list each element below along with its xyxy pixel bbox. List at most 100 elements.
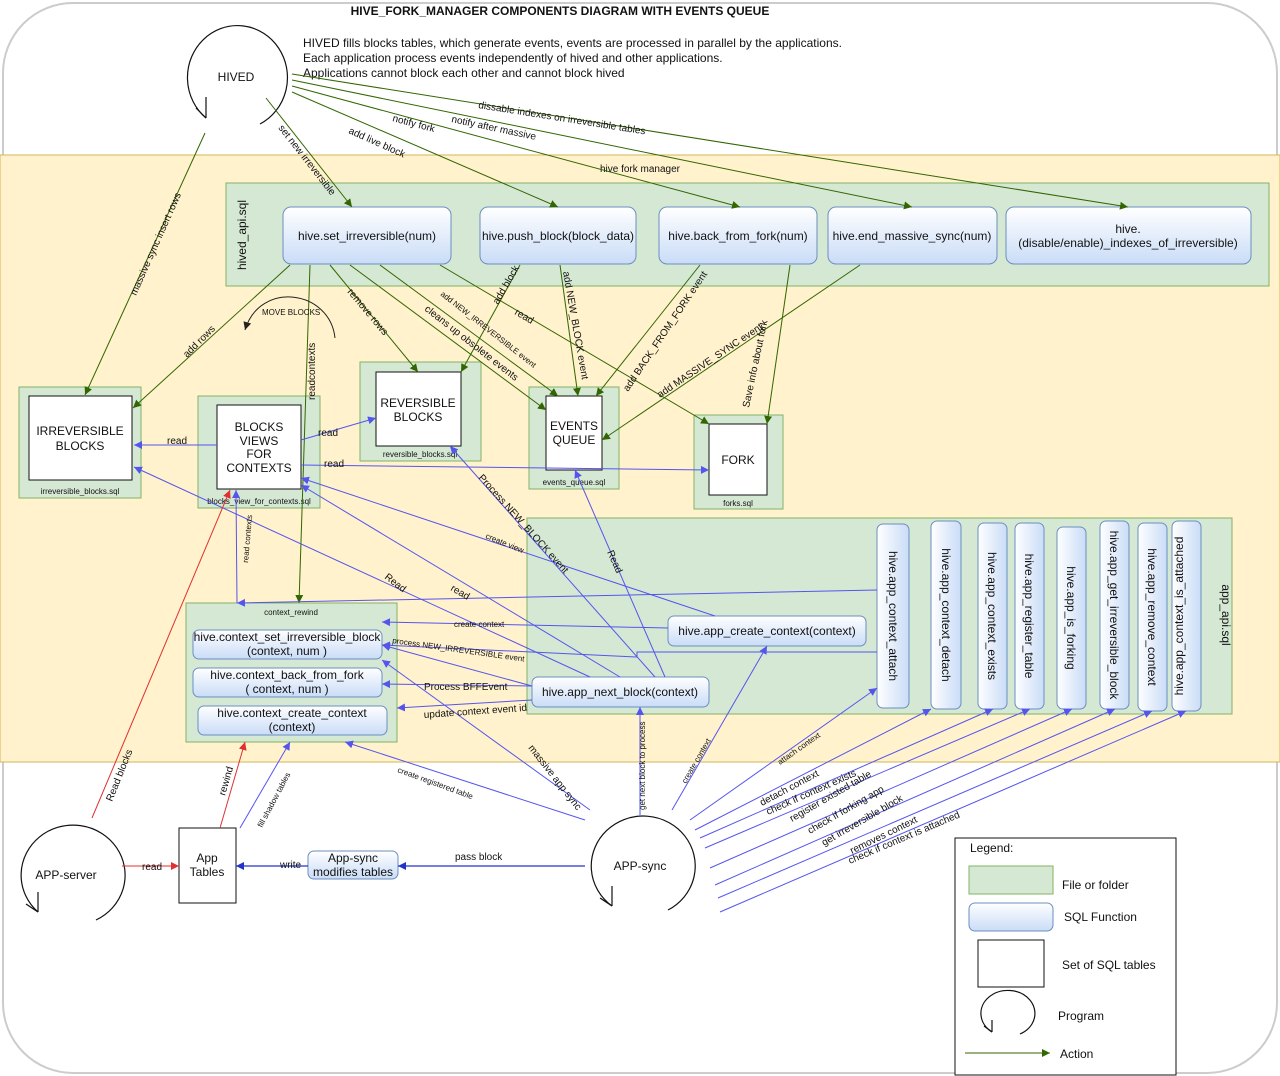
func-app-context-attach[interactable]: hive.app_context_attach [876,523,910,709]
description-line-3: Applications cannot block each other and… [303,66,625,80]
func-context-set-irreversible-block[interactable]: hive.context_set_irreversible_block (con… [192,629,383,660]
func-app-sync-modifies-label-1: App-sync [328,851,378,865]
table-irreversible-blocks[interactable] [28,395,133,481]
label-process-bffe: Process BFFEvent [424,682,508,693]
table-app-tables[interactable]: App Tables [178,827,237,904]
table-app-tables-label-1: App [196,851,218,865]
func-app-create-context[interactable]: hive.app_create_context(context) [667,615,867,647]
edge-check-context-exists [699,708,994,839]
func-disable-indexes[interactable]: hive. (disable/enable)_indexes_of_irreve… [1005,206,1252,265]
label-read-irreversible: read [167,436,187,447]
table-irreversible-label-1: IRREVERSIBLE [36,424,123,438]
table-reversible-blocks[interactable] [375,371,462,447]
table-fork-label: FORK [721,453,754,467]
table-irreversible-label-2: BLOCKS [56,439,105,453]
edge-massive-sync-insert [84,132,206,396]
edge-read-irreversible-long [133,466,591,678]
file-events-queue-label: events_queue.sql [543,478,606,487]
table-blocks-views-label-3: FOR [246,447,272,461]
label-notify-massive: notify after massive [450,114,537,143]
label-read-forks: read [324,459,344,470]
edge-add-back-from-fork [595,264,701,397]
legend-action-label: Action [1060,1047,1093,1061]
edge-read-reversible [300,416,377,441]
legend-program-label: Program [1058,1009,1104,1023]
program-app-server[interactable]: APP-server [20,824,126,921]
func-set-irreversible[interactable]: hive.set_irreversible(num) [282,206,452,265]
func-app-next-block[interactable]: hive.app_next_block(context) [531,676,710,708]
table-reversible-label-1: REVERSIBLE [380,396,455,410]
label-create-registered-table: create registered table [396,765,474,801]
edge-create-registered-table [344,740,586,821]
table-events-queue[interactable] [545,395,603,471]
description-line-2: Each application process events independ… [303,51,723,65]
table-app-tables-label-2: Tables [190,865,225,879]
func-disable-indexes-label-1: hive. [1115,222,1140,236]
func-app-get-irreversible-block[interactable]: hive.app_get_irreversible_block [1099,520,1130,710]
func-app-register-table[interactable]: hive.app_register_table [1014,522,1045,710]
edge-massive-app-sync [381,659,591,811]
func-context-back-from-fork[interactable]: hive.context_back_from_fork ( context, n… [192,667,383,698]
func-context-create-context-label-2: (context) [269,720,316,734]
func-app-context-attach-label: hive.app_context_attach [886,551,900,681]
func-app-context-detach-label: hive.app_context_detach [939,548,953,681]
file-reversible-label: reversible_blocks.sql [383,450,457,459]
edge-read-contexts-small [232,489,241,604]
legend-function-label: SQL Function [1064,910,1137,924]
func-context-set-irreversible-label-1: hive.context_set_irreversible_block [194,630,382,644]
file-reversible-blocks[interactable]: REVERSIBLE BLOCKS reversible_blocks.sql [359,361,482,462]
label-read-reversible: read [318,428,338,439]
file-forks-label: forks.sql [723,499,753,508]
table-blocks-views-label-2: VIEWS [240,434,279,448]
edge-fill-shadow [239,741,291,829]
table-events-queue-label-1: EVENTS [550,419,598,433]
func-app-context-is-attached[interactable]: hive.app_context_is_attached [1171,520,1202,712]
edges-hived [84,73,1129,604]
edge-check-forking-app [709,708,1073,869]
edge-create-context-2 [381,618,669,629]
file-irreversible-blocks[interactable]: IRREVERSIBLE BLOCKS irreversible_blocks.… [18,386,142,499]
edge-create-view [300,476,716,617]
edge-save-info-fork [764,264,791,425]
label-readcontexts: readcontexts [307,343,318,400]
table-blocks-views[interactable] [216,404,302,490]
edge-read-blocks [91,489,231,819]
edge-add-block [460,264,521,373]
file-blocks-view[interactable]: BLOCKS VIEWS FOR CONTEXTS blocks_view_fo… [197,395,321,509]
func-app-sync-modifies[interactable]: App-sync modifies tables [307,850,399,880]
func-context-create-context[interactable]: hive.context_create_context (context) [197,705,388,736]
label-create-context: create context [454,620,505,629]
diagram-title: HIVE_FORK_MANAGER COMPONENTS DIAGRAM WIT… [351,4,770,18]
func-app-remove-context[interactable]: hive.app_remove_context [1137,522,1168,712]
edge-update-context-event [396,699,533,712]
func-push-block[interactable]: hive.push_block(block_data) [479,206,637,265]
program-hived-label: HIVED [218,70,255,84]
hived-api-label: hived_api.sql [235,200,249,270]
label-write: write [279,860,302,871]
legend-tables-swatch [977,939,1045,988]
program-hived[interactable]: HIVED [186,25,289,125]
edge-add-massive-sync [601,264,861,441]
edge-check-context-attached [719,710,1187,913]
edge-set-new-irreversible [265,97,353,208]
file-forks[interactable]: FORK forks.sql [693,414,784,510]
func-app-context-exists[interactable]: hive.app_context_exists [977,522,1008,710]
func-app-is-forking[interactable]: hive.app_is_forking [1056,526,1087,710]
legend: Legend: File or folder SQL Function Set … [954,837,1177,1076]
legend-program-swatch [980,989,1036,1035]
func-app-context-detach[interactable]: hive.app_context_detach [930,520,962,710]
func-context-create-context-label-1: hive.context_create_context [217,706,367,720]
edge-read-events [574,469,666,678]
hive-fork-manager-label: hive fork manager [600,164,681,175]
program-app-sync[interactable]: APP-sync [590,815,696,911]
table-fork[interactable] [708,423,768,496]
label-move-blocks: MOVE BLOCKS [262,308,320,317]
func-end-massive-sync[interactable]: hive.end_massive_sync(num) [827,206,998,265]
func-context-back-from-fork-label-1: hive.context_back_from_fork [210,668,364,682]
edge-attach-context [689,687,878,821]
program-app-sync-label: APP-sync [614,859,667,873]
func-back-from-fork[interactable]: hive.back_from_fork(num) [658,206,818,265]
label-notify-fork: notify fork [391,113,437,135]
